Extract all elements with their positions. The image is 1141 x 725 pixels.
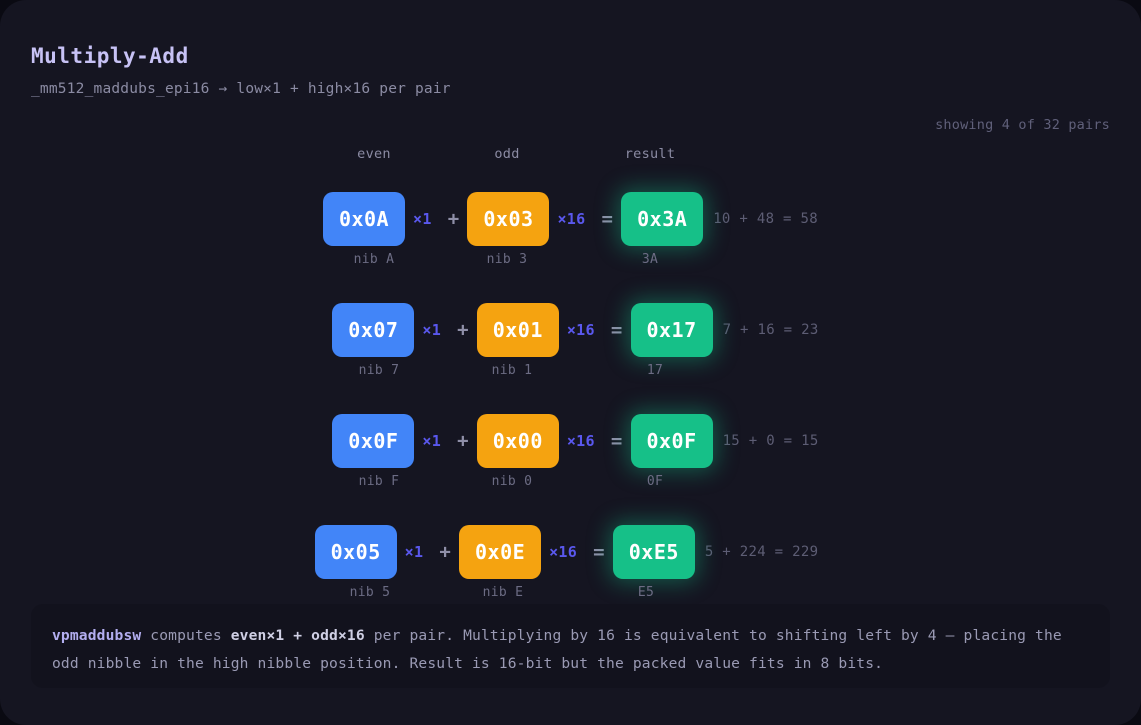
pair-row-equation: 0x0A ×1 + 0x03 ×16 = 0x3A 10 + 48 = 58	[0, 192, 1141, 246]
even-sublabel: nib 5	[349, 585, 391, 600]
multiplier-odd: ×16	[566, 432, 595, 450]
pair-row: 0x0A ×1 + 0x03 ×16 = 0x3A 10 + 48 = 58 n…	[0, 168, 1141, 279]
even-sublabel: nib 7	[358, 363, 400, 378]
equals-sign: =	[610, 319, 623, 341]
odd-sublabel: nib 0	[491, 474, 533, 489]
even-chip[interactable]: 0x0A	[323, 192, 406, 246]
result-chip[interactable]: 0xE5	[612, 525, 695, 579]
multiplier-even: ×1	[413, 210, 432, 228]
equals-sign: =	[610, 430, 623, 452]
result-chip[interactable]: 0x0F	[630, 414, 713, 468]
pair-row-sublabels: nib 7 nib 1 17	[0, 363, 1141, 381]
even-chip[interactable]: 0x0F	[332, 414, 415, 468]
pairs-list: even odd result 0x0A ×1 + 0x03 ×16 = 0x3…	[0, 146, 1141, 612]
pair-row-sublabels: nib 5 nib E E5	[0, 585, 1141, 603]
showing-count-label: showing 4 of 32 pairs	[935, 117, 1110, 133]
note-formula: even×1 + odd×16	[230, 627, 365, 644]
result-sublabel: 17	[646, 363, 664, 378]
page-title: Multiply-Add	[31, 44, 189, 68]
even-chip[interactable]: 0x07	[332, 303, 415, 357]
odd-chip[interactable]: 0x03	[467, 192, 550, 246]
even-chip[interactable]: 0x05	[314, 525, 397, 579]
multiplier-even: ×1	[422, 432, 442, 450]
odd-chip[interactable]: 0x00	[476, 414, 559, 468]
column-header-odd: odd	[494, 146, 520, 162]
column-headers: even odd result	[0, 146, 1141, 168]
odd-sublabel: nib E	[482, 585, 524, 600]
multiplier-odd: ×16	[557, 210, 586, 228]
equals-sign: =	[593, 541, 605, 563]
result-sublabel: E5	[637, 585, 655, 600]
odd-chip[interactable]: 0x01	[476, 303, 559, 357]
result-chip[interactable]: 0x3A	[621, 192, 704, 246]
result-sublabel: 3A	[641, 252, 659, 267]
result-sublabel: 0F	[646, 474, 664, 489]
column-header-result: result	[624, 146, 676, 162]
note-text-1: computes	[141, 627, 231, 644]
odd-sublabel: nib 1	[491, 363, 533, 378]
column-header-even: even	[357, 146, 391, 162]
explanation-note: vpmaddubsw computes even×1 + odd×16 per …	[31, 604, 1110, 688]
equals-sign: =	[601, 208, 614, 230]
calculation-text: 10 + 48 = 58	[713, 211, 818, 227]
page-subtitle: _mm512_maddubs_epi16 → low×1 + high×16 p…	[31, 81, 451, 97]
plus-sign: +	[457, 319, 469, 341]
pair-row-equation: 0x05 ×1 + 0x0E ×16 = 0xE5 5 + 224 = 229	[0, 525, 1137, 579]
multiplier-odd: ×16	[549, 543, 578, 561]
pair-row-equation: 0x0F ×1 + 0x00 ×16 = 0x0F 15 + 0 = 15	[5, 414, 1141, 468]
calculation-text: 5 + 224 = 229	[704, 544, 819, 560]
pair-row: 0x07 ×1 + 0x01 ×16 = 0x17 7 + 16 = 23 ni…	[0, 279, 1141, 390]
multiplier-odd: ×16	[566, 321, 595, 339]
multiplier-even: ×1	[422, 321, 442, 339]
explanation-note-text: vpmaddubsw computes even×1 + odd×16 per …	[52, 622, 1089, 678]
odd-sublabel: nib 3	[486, 252, 528, 267]
instruction-name: vpmaddubsw	[52, 627, 142, 644]
pair-row-equation: 0x07 ×1 + 0x01 ×16 = 0x17 7 + 16 = 23	[5, 303, 1141, 357]
even-sublabel: nib A	[353, 252, 395, 267]
multiplier-even: ×1	[404, 543, 424, 561]
plus-sign: +	[447, 208, 460, 230]
pair-row-sublabels: nib F nib 0 0F	[0, 474, 1141, 492]
pair-row: 0x0F ×1 + 0x00 ×16 = 0x0F 15 + 0 = 15 ni…	[0, 390, 1141, 501]
odd-chip[interactable]: 0x0E	[459, 525, 542, 579]
pair-row-sublabels: nib A nib 3 3A	[0, 252, 1141, 270]
note-text-2: per pair. Multiplying by 16 is equivalen…	[52, 627, 1062, 672]
calculation-text: 7 + 16 = 23	[722, 322, 819, 338]
result-chip[interactable]: 0x17	[630, 303, 713, 357]
plus-sign: +	[457, 430, 469, 452]
plus-sign: +	[439, 541, 452, 563]
calculation-text: 15 + 0 = 15	[722, 433, 819, 449]
even-sublabel: nib F	[358, 474, 400, 489]
pair-row: 0x05 ×1 + 0x0E ×16 = 0xE5 5 + 224 = 229 …	[0, 501, 1141, 612]
